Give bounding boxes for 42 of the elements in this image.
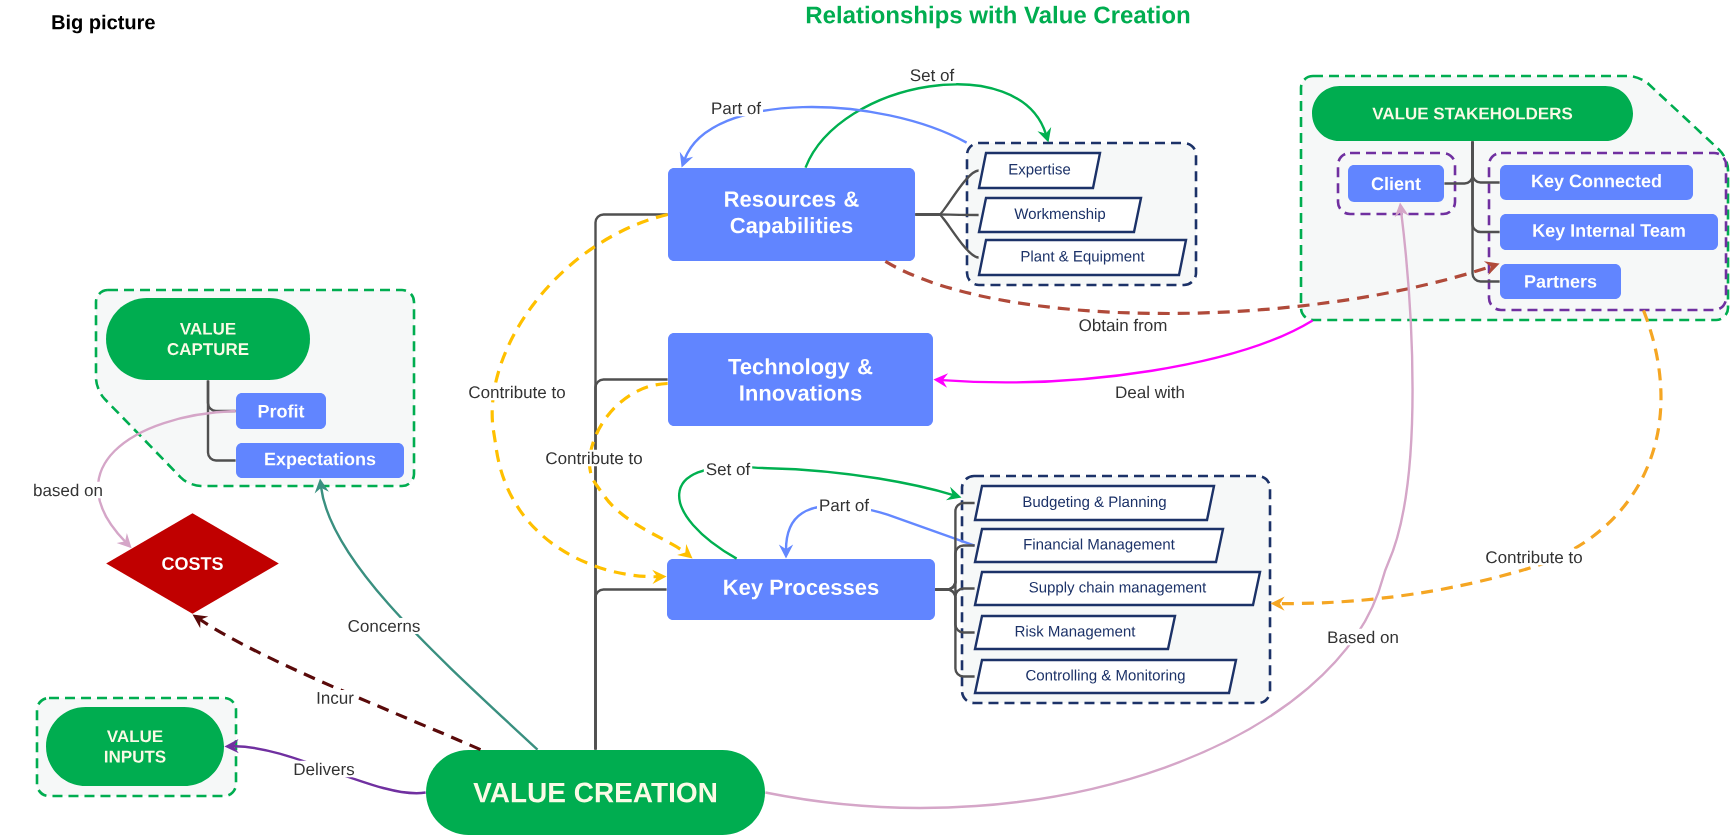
edge-label: Set of <box>703 460 753 478</box>
edge-label: Contribute to <box>543 449 645 467</box>
connector-line <box>594 588 667 750</box>
edge-label: Set of <box>907 66 957 84</box>
arrow <box>804 83 1052 169</box>
process-box: Partners <box>1500 264 1621 299</box>
connector-line <box>206 380 236 462</box>
edge-label: Incur <box>314 690 356 706</box>
edge-label: Deal with <box>1113 383 1187 401</box>
process-box: Resources & Capabilities <box>668 168 915 261</box>
edge-label: Part of <box>816 496 872 514</box>
edge-label: Obtain from <box>1076 316 1170 334</box>
parallelogram-box: Risk Management <box>973 614 1177 651</box>
title: Relationships with Value Creation <box>806 5 1190 29</box>
connector-line <box>935 588 975 678</box>
connector-line <box>915 213 979 259</box>
connector-line <box>1471 141 1500 283</box>
parallelogram-box: Workmenship <box>977 196 1143 234</box>
edge-label: Part of <box>708 99 764 117</box>
heading: Big picture <box>52 14 155 34</box>
process-box: Expectations <box>236 443 404 478</box>
process-box: Technology & Innovations <box>668 333 933 426</box>
edge-label: Contribute to <box>1483 548 1585 566</box>
edge-label: based on <box>31 481 105 499</box>
parallelogram-box: Plant & Equipment <box>977 238 1188 277</box>
parallelogram-box: Controlling & Monitoring <box>973 658 1238 695</box>
parallelogram-box: Expertise <box>977 151 1102 190</box>
edge-label: Based on <box>1325 628 1401 646</box>
pill-box: VALUE CAPTURE <box>106 298 310 380</box>
process-box: Client <box>1348 165 1444 202</box>
parallelogram-box: Budgeting & Planning <box>973 484 1216 522</box>
parallelogram-box: Financial Management <box>973 527 1225 564</box>
process-box: Profit <box>236 393 326 429</box>
parallelogram-box: Supply chain management <box>973 570 1262 607</box>
edge-label: Contribute to <box>466 383 568 401</box>
edge-label: Delivers <box>291 760 357 778</box>
process-box: Key Internal Team <box>1500 214 1718 250</box>
pill-box: VALUE CREATION <box>426 750 765 835</box>
process-box: Key Processes <box>667 559 935 620</box>
pill-box: VALUE STAKEHOLDERS <box>1312 86 1633 141</box>
edge-label: Concerns <box>345 618 423 635</box>
process-box: Key Connected <box>1500 165 1693 200</box>
